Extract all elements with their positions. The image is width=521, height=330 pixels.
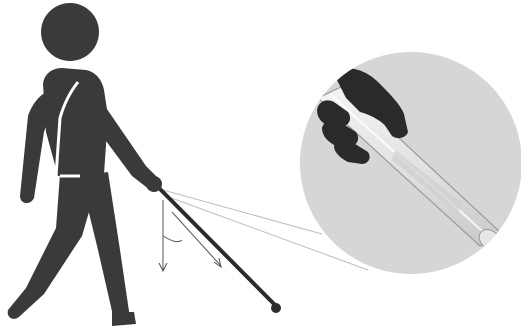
magnified-hand-grip-inset bbox=[300, 52, 521, 274]
walking-person-with-white-cane-icon bbox=[8, 3, 162, 326]
cane-tip-icon bbox=[271, 303, 281, 313]
cane-angle-indicator bbox=[159, 200, 221, 271]
